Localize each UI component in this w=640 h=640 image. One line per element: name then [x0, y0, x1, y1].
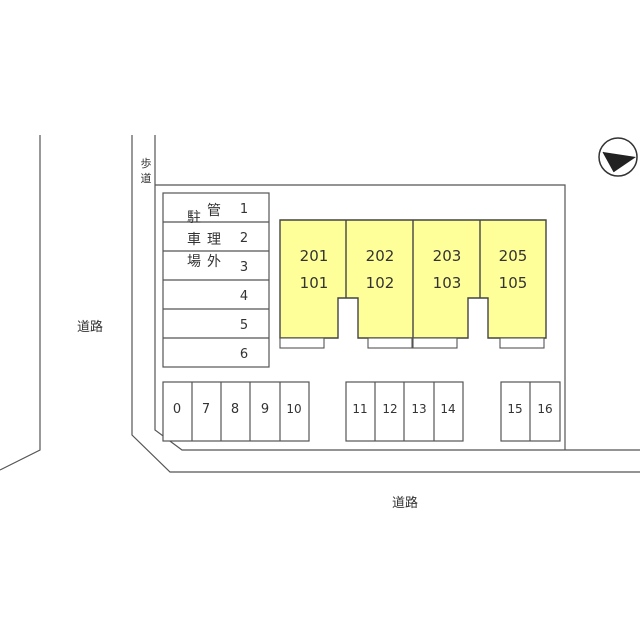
road-label-bottom: 道路 [392, 495, 418, 511]
side-space-number: 6 [240, 347, 248, 362]
unit-number-lower: 105 [499, 274, 528, 292]
bottom-space-number: 0 [173, 402, 181, 417]
side-space-number: 5 [240, 318, 248, 333]
unit-number-upper: 202 [366, 247, 395, 265]
unit-number-upper: 205 [499, 247, 528, 265]
bottom-space-number: 12 [382, 402, 397, 416]
side-space-number: 4 [240, 289, 248, 304]
unit-number-upper: 203 [433, 247, 462, 265]
parking-group-b: 11 12 13 14 [345, 381, 464, 442]
side-space-number: 1 [240, 202, 248, 217]
side-parking-column: 1 2 3 4 5 6 [162, 192, 270, 368]
north-arrow-icon [598, 137, 638, 177]
bottom-space-number: 13 [411, 402, 426, 416]
site-inner-boundary [155, 184, 566, 450]
sidewalk-label-bottom: 道 [141, 171, 152, 185]
road-label-left: 道路 [77, 319, 103, 335]
sidewalk-edge [131, 135, 640, 473]
unit-number-lower: 101 [300, 274, 329, 292]
bottom-space-number: 14 [440, 402, 455, 416]
parking-group-c: 15 16 [500, 381, 561, 442]
parking-note-char: 車 [187, 231, 201, 248]
parking-note-char: 管 [207, 203, 221, 219]
bottom-space-number: 10 [286, 402, 301, 416]
left-road-edge [0, 135, 41, 471]
parking-note-char: 外 [207, 254, 221, 270]
bottom-space-number: 9 [261, 402, 269, 417]
unit-number-lower: 102 [366, 274, 395, 292]
parking-note-char: 理 [207, 232, 221, 248]
building: 201 101 202 102 203 103 205 105 [279, 219, 547, 349]
bottom-space-number: 8 [231, 402, 239, 417]
parking-group-a: 0 7 8 9 10 [162, 381, 310, 442]
parking-note-char: 駐 [187, 210, 201, 226]
unit-number-lower: 103 [433, 274, 462, 292]
bottom-space-number: 11 [352, 402, 367, 416]
parking-note-char: 場 [187, 254, 201, 270]
side-space-number: 2 [240, 231, 248, 246]
bottom-space-number: 15 [507, 402, 522, 416]
bottom-space-number: 16 [537, 402, 552, 416]
sidewalk-label-top: 歩 [141, 156, 152, 170]
unit-number-upper: 201 [300, 247, 329, 265]
side-space-number: 3 [240, 260, 248, 275]
bottom-space-number: 7 [202, 402, 210, 417]
parking-note: 駐 車 場 管 理 外 [187, 203, 221, 270]
